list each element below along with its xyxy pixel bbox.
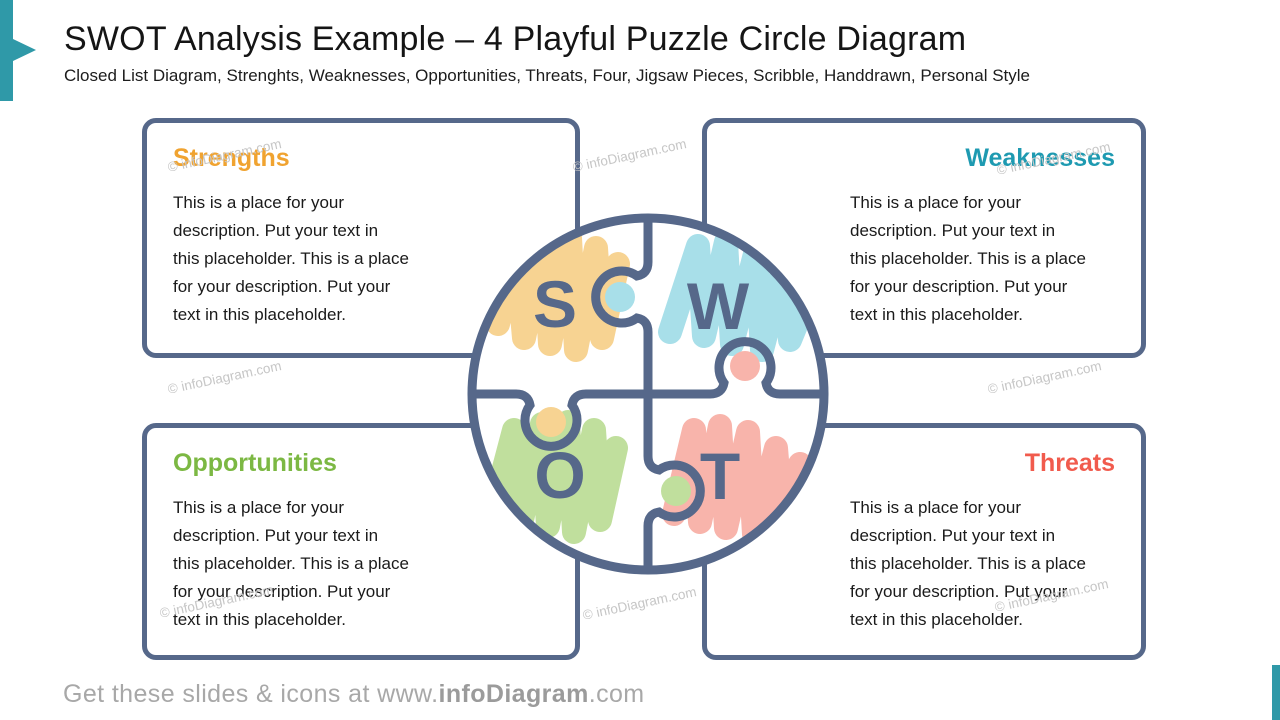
weaknesses-panel: Weaknesses This is a place for your desc… xyxy=(702,118,1146,358)
opportunities-scribble xyxy=(482,410,628,544)
puzzle-circle-outline xyxy=(467,213,829,575)
opportunities-description: This is a place for your description. Pu… xyxy=(173,498,409,629)
swot-puzzle-circle-diagram: S W O T xyxy=(467,213,829,575)
weaknesses-scribble xyxy=(658,230,820,362)
watermark: © infoDiagram.com xyxy=(581,584,698,623)
threats-heading: Threats xyxy=(1024,449,1115,477)
knob-fill-s xyxy=(536,407,566,437)
footer-credit: Get these slides & icons at www.infoDiag… xyxy=(63,680,645,709)
knob-fill-w xyxy=(605,282,635,312)
opportunities-heading: Opportunities xyxy=(173,449,337,477)
strengths-panel: Strengths This is a place for your descr… xyxy=(142,118,580,358)
slide-subtitle: Closed List Diagram, Strenghts, Weakness… xyxy=(64,66,1030,85)
footer-credit-suffix: .com xyxy=(588,680,645,708)
weaknesses-heading: Weaknesses xyxy=(965,144,1115,172)
knob-fill-o xyxy=(661,476,691,506)
strengths-description: This is a place for your description. Pu… xyxy=(173,193,409,324)
slide-title: SWOT Analysis Example – 4 Playful Puzzle… xyxy=(64,20,967,58)
threats-description: This is a place for your description. Pu… xyxy=(850,498,1086,629)
weaknesses-description: This is a place for your description. Pu… xyxy=(850,193,1086,324)
page-edge-accent xyxy=(1272,665,1280,720)
puzzle-letter-w: W xyxy=(687,269,750,343)
watermark: © infoDiagram.com xyxy=(986,358,1103,397)
footer-brand: infoDiagram xyxy=(438,680,589,708)
strengths-heading: Strengths xyxy=(173,144,290,172)
threats-panel: Threats This is a place for your descrip… xyxy=(702,423,1146,660)
watermark: © infoDiagram.com xyxy=(166,358,283,397)
puzzle-letter-s: S xyxy=(533,267,577,341)
title-accent-bar-icon xyxy=(0,0,13,101)
watermark: © infoDiagram.com xyxy=(571,136,688,175)
puzzle-letter-o: O xyxy=(534,438,585,512)
footer-credit-prefix: Get these slides & icons at www. xyxy=(63,680,439,708)
knob-fill-t xyxy=(730,351,760,381)
title-accent-arrow-icon xyxy=(13,39,36,61)
puzzle-letter-t: T xyxy=(700,439,740,513)
